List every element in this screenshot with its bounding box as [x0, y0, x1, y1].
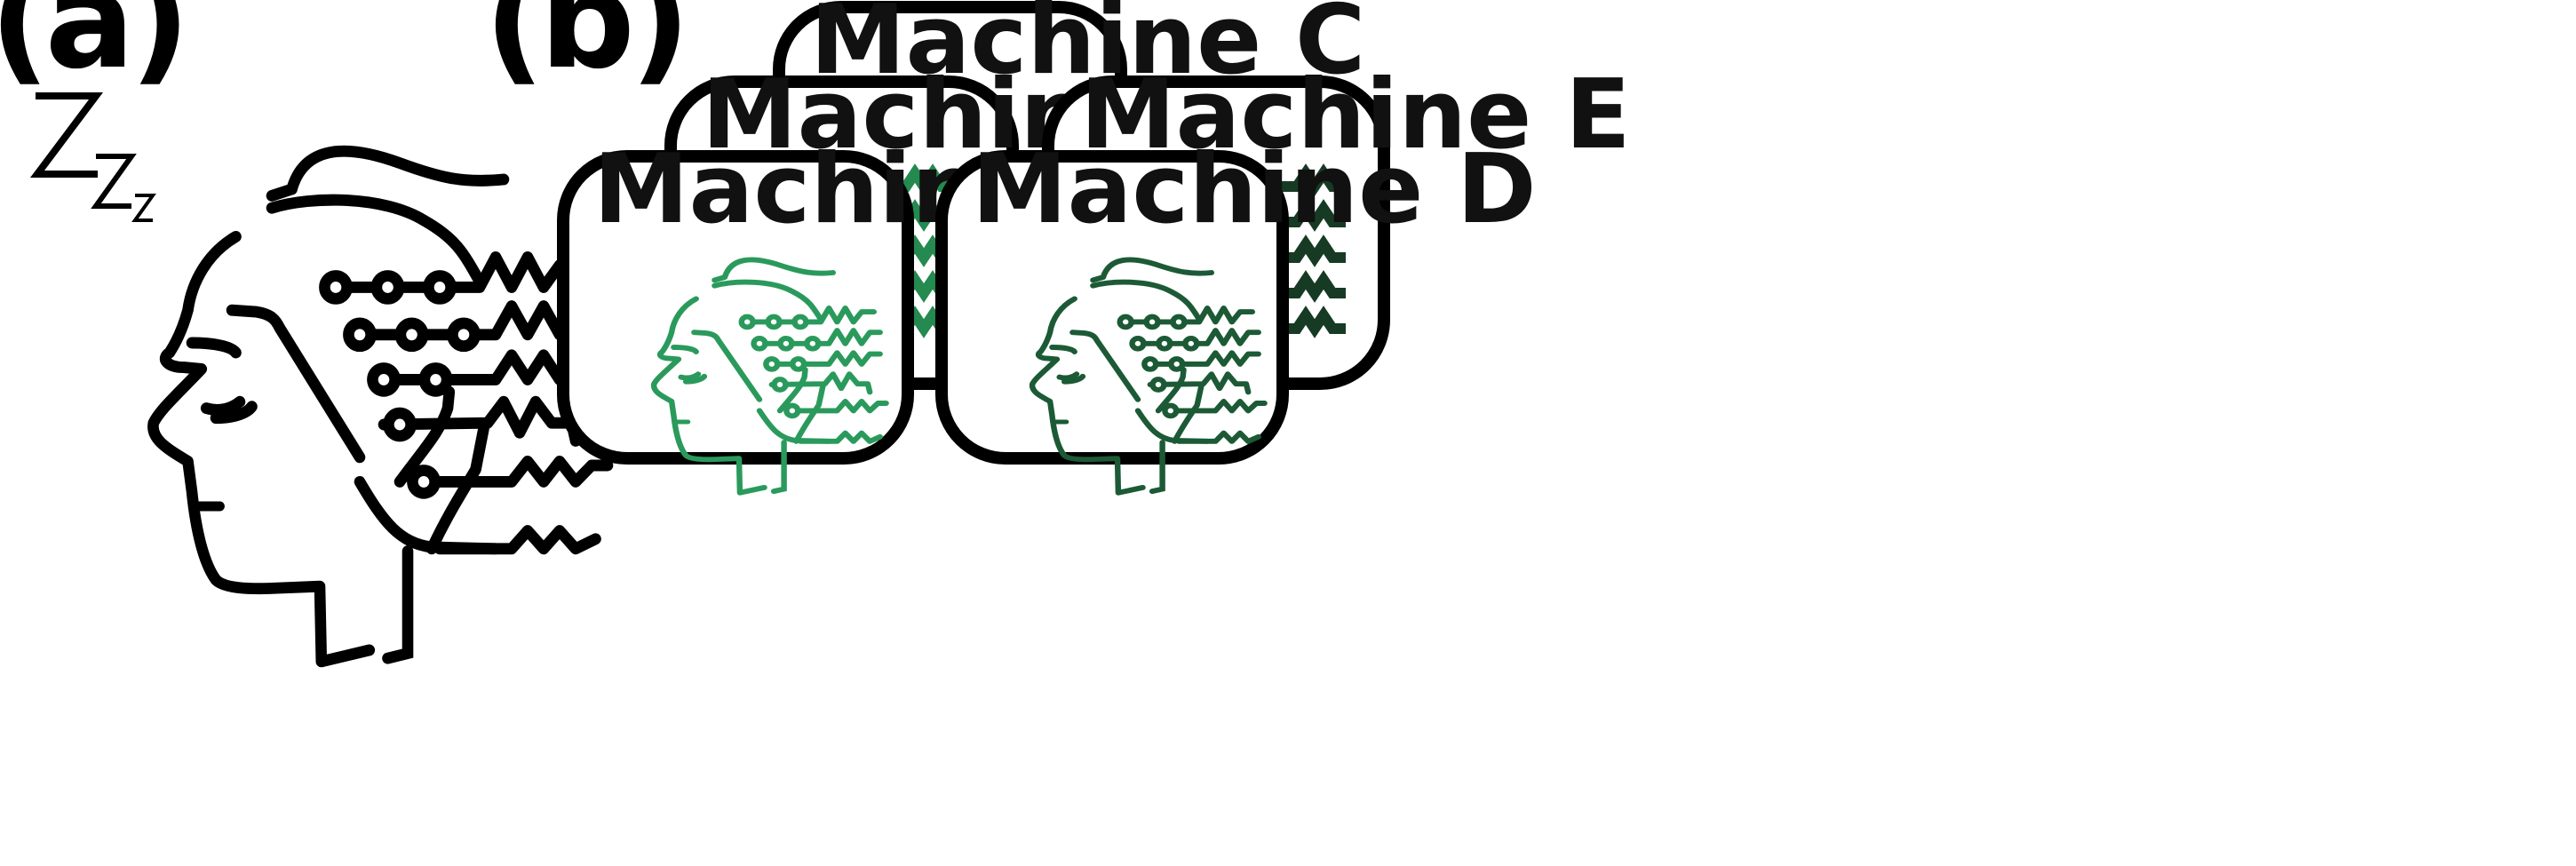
- sleep-zzz-icon: [30, 92, 156, 222]
- machine-d-title: Machine D: [972, 134, 1537, 245]
- ai-brain-head-icon: [153, 151, 608, 662]
- panel-b-label: (b): [484, 0, 685, 99]
- panel-a-label: (a): [0, 0, 185, 99]
- machine-card-d: Machine D: [935, 134, 1537, 493]
